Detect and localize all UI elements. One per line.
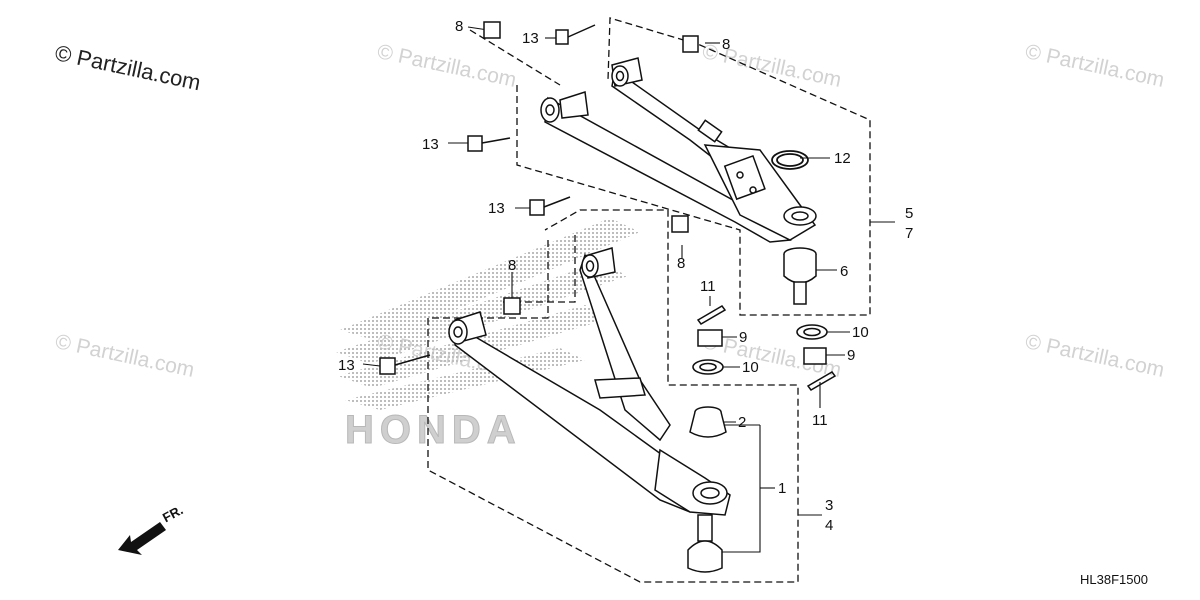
bolt-13-top — [555, 24, 596, 45]
diagram-code: HL38F1500 — [1080, 572, 1148, 587]
callout-11: 11 — [700, 278, 716, 295]
callout-8: 8 — [677, 255, 685, 272]
callout-13: 13 — [488, 200, 505, 217]
callout-13: 13 — [422, 136, 439, 153]
upper-ball-joint — [783, 247, 817, 305]
bolt-13-upper-left — [467, 135, 511, 152]
callout-7: 7 — [905, 225, 913, 242]
callout-1: 1 — [778, 480, 786, 497]
callout-13: 13 — [522, 30, 539, 47]
callout-2: 2 — [738, 414, 746, 431]
lower-ball-joint — [687, 514, 723, 573]
callout-11: 11 — [812, 412, 828, 429]
callout-10: 10 — [742, 359, 759, 376]
callout-8: 8 — [508, 257, 516, 274]
bolt-13-lower-left — [379, 354, 431, 375]
cotter-pins-11 — [696, 305, 837, 391]
upper-arm-leader — [469, 29, 561, 86]
callout-4: 4 — [825, 517, 833, 534]
front-direction-arrow — [118, 522, 166, 555]
callout-13: 13 — [338, 357, 355, 374]
bolt-13-lower-top — [529, 196, 571, 216]
callout-10: 10 — [852, 324, 869, 341]
callout-6: 6 — [840, 263, 848, 280]
lower-arm-inner-box — [500, 235, 576, 303]
boot-2 — [689, 406, 727, 438]
bolts-13 — [379, 24, 596, 375]
upper-a-arm — [540, 57, 817, 243]
washers-10 — [692, 324, 828, 375]
castle-nuts-9 — [697, 329, 827, 365]
callout-numbers: 8 13 8 13 12 5 7 13 8 6 8 11 9 10 10 9 1… — [338, 18, 913, 534]
upper-arm-group-box — [516, 17, 871, 316]
callout-3: 3 — [825, 497, 833, 514]
callout-9: 9 — [739, 329, 747, 346]
snap-ring-12 — [771, 150, 809, 170]
callout-8: 8 — [722, 36, 730, 53]
callout-8: 8 — [455, 18, 463, 35]
nuts-8 — [483, 21, 699, 315]
callout-12: 12 — [834, 150, 851, 167]
callout-5: 5 — [905, 205, 913, 222]
callout-9: 9 — [847, 347, 855, 364]
lower-a-arm — [448, 247, 731, 516]
honda-logo-text: HONDA — [345, 408, 522, 452]
ball-joints — [687, 247, 817, 573]
